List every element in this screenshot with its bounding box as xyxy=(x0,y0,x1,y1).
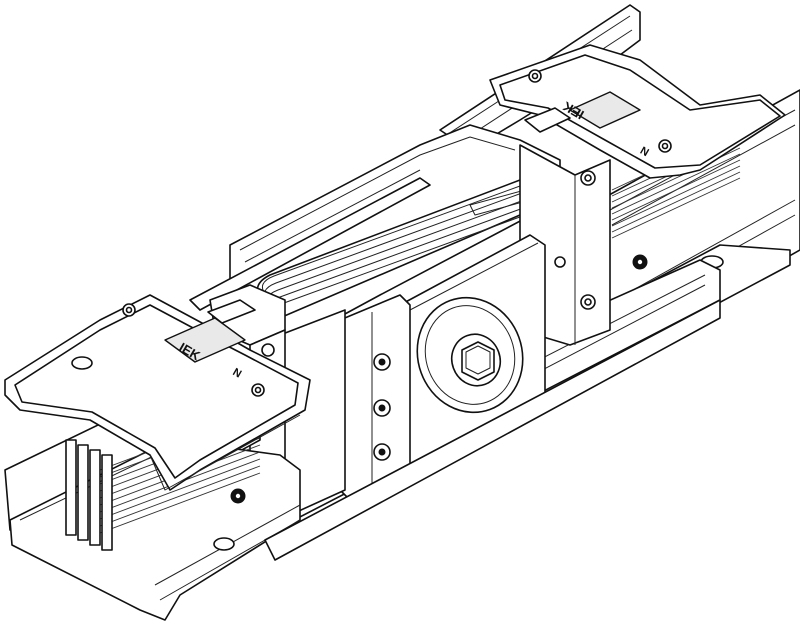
rear-end-cap: IEK N xyxy=(489,44,786,179)
front-end-cap: IEK N xyxy=(4,294,311,491)
busbar-ends xyxy=(65,439,113,551)
flange-bolts xyxy=(373,353,391,461)
joint-bolt xyxy=(416,296,524,414)
joint-block xyxy=(189,124,721,536)
